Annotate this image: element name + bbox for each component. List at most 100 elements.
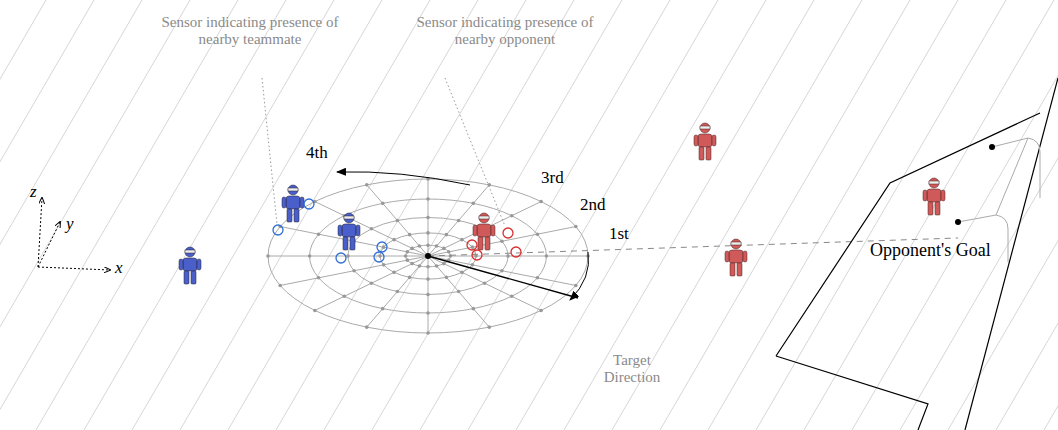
- sensor-dot: [483, 281, 487, 285]
- sensor-ring: [268, 179, 588, 333]
- field-stripe: [420, 0, 670, 430]
- annotation: Sensor indicating presence of nearby opp…: [400, 14, 610, 49]
- field-stripe: [900, 0, 1058, 430]
- sensor-dot: [342, 294, 346, 298]
- sensor-dot: [500, 269, 504, 273]
- sensor-dot: [442, 262, 446, 266]
- sensor-dot: [445, 233, 449, 237]
- label: Opponent's Goal: [870, 240, 991, 261]
- sensor-dot: [313, 309, 317, 313]
- field-stripe: [180, 0, 430, 430]
- sensor-dot: [396, 290, 400, 294]
- field-stripe: [756, 0, 1006, 430]
- label: 2nd: [580, 195, 606, 215]
- field-stripe: [564, 0, 814, 430]
- sensor-dot: [408, 233, 412, 237]
- sensor-dot: [352, 269, 356, 273]
- sensor-dot: [382, 245, 386, 249]
- sensor-dot: [536, 276, 540, 280]
- sensor-dot: [365, 325, 369, 329]
- sensor-dot: [370, 227, 374, 231]
- sensor-dot: [392, 238, 396, 242]
- sensor-dot: [406, 258, 410, 262]
- sensor-dot: [447, 250, 451, 254]
- sensor-dot: [278, 284, 282, 288]
- sensor-dot: [457, 290, 461, 294]
- sensor-dot: [506, 254, 510, 258]
- sensor-dot: [410, 262, 414, 266]
- field-stripe: [804, 0, 1054, 430]
- field-stripe: [276, 0, 526, 430]
- field-stripe: [996, 0, 1058, 430]
- sensor-dot: [426, 216, 430, 220]
- sensor-dot: [539, 200, 543, 204]
- sensor-dot: [317, 276, 321, 280]
- sensor-dot: [370, 281, 374, 285]
- sensor-dot: [574, 284, 578, 288]
- sensor-dot: [308, 254, 312, 258]
- sensor-dot: [500, 239, 504, 243]
- sensor-dot: [396, 219, 400, 223]
- sensor-dot: [392, 271, 396, 275]
- field-stripe: [660, 0, 910, 430]
- sensor-dot: [471, 245, 475, 249]
- sensor-dot: [471, 263, 475, 267]
- sensor-dot: [378, 254, 382, 258]
- label: y: [66, 214, 74, 234]
- sensor-dot: [317, 232, 321, 236]
- sensor-dot: [266, 254, 270, 258]
- sensor-dot: [426, 293, 430, 297]
- sensor-dot: [426, 265, 430, 269]
- sensor-dot: [545, 254, 549, 258]
- sensor-dot: [472, 202, 476, 206]
- sensor-dot: [487, 325, 491, 329]
- sensor-dot: [418, 244, 422, 248]
- sensor-dot: [381, 307, 385, 311]
- sensor-dot: [460, 271, 464, 275]
- sensor-dot: [426, 243, 430, 247]
- sensor-dot: [406, 250, 410, 254]
- field-stripe: [948, 0, 1058, 430]
- sensor-dot: [365, 183, 369, 187]
- field-stripe: [0, 0, 46, 430]
- sensor-spoke: [428, 202, 541, 256]
- sensor-dot: [435, 244, 439, 248]
- sensor-dot: [426, 331, 430, 335]
- field-stripe: [1044, 0, 1058, 430]
- sensor-dot: [346, 254, 350, 258]
- field-stripe: [132, 0, 382, 430]
- sensor-dot: [426, 311, 430, 315]
- label: z: [30, 182, 37, 202]
- sensor-dot: [426, 231, 430, 235]
- sensor-spoke: [367, 185, 428, 256]
- sensor-spoke: [280, 256, 428, 285]
- sensor-dot: [418, 264, 422, 268]
- sensor-dot: [410, 247, 414, 251]
- sensor-dot: [510, 214, 514, 218]
- sensor-dot: [426, 277, 430, 281]
- field-stripe: [516, 0, 766, 430]
- sensor-dot: [404, 254, 408, 258]
- sensor-dot: [381, 202, 385, 206]
- sensor-dot: [408, 276, 412, 280]
- sensor-dot: [442, 247, 446, 251]
- sensor-dot: [457, 219, 461, 223]
- field-stripe: [468, 0, 718, 430]
- sensor-dot: [460, 238, 464, 242]
- sensor-dot: [426, 197, 430, 201]
- annotation: Sensor indicating presence of nearby tea…: [150, 14, 350, 49]
- field-stripe: [36, 0, 286, 430]
- label: 3rd: [541, 168, 564, 188]
- sensor-dot: [435, 264, 439, 268]
- field-stripe: [0, 0, 142, 430]
- sensor-dot: [539, 309, 543, 313]
- sensor-spoke: [428, 256, 489, 327]
- field-stripe: [372, 0, 622, 430]
- field-stripe: [324, 0, 574, 430]
- field-stripe: [708, 0, 958, 430]
- sensor-spoke: [315, 202, 428, 256]
- sensor-dot: [574, 225, 578, 229]
- label: 4th: [306, 143, 328, 163]
